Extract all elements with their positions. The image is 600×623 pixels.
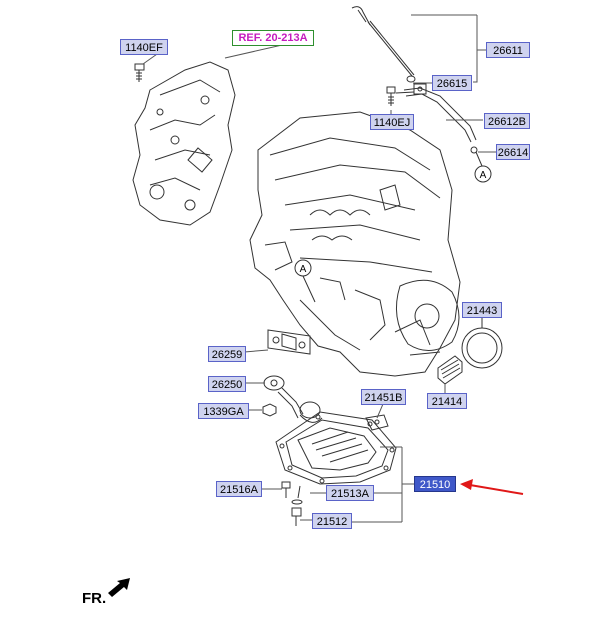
guide-tube-drawing [395, 83, 477, 143]
connector-circle-engine [294, 259, 316, 303]
nut-1339ga-drawing [262, 403, 277, 417]
part-label-1339ga[interactable]: 1339GA [198, 403, 249, 419]
part-label-26612b[interactable]: 26612B [484, 113, 530, 129]
part-label-26250[interactable]: 26250 [208, 376, 246, 392]
oil-pickup-drawing [263, 375, 323, 423]
tube-oring-drawing [470, 146, 478, 154]
part-label-21443[interactable]: 21443 [462, 302, 502, 318]
part-label-26259[interactable]: 26259 [208, 346, 246, 362]
part-label-26615[interactable]: 26615 [432, 75, 472, 91]
part-label-26614[interactable]: 26614 [496, 144, 530, 160]
part-label-21414[interactable]: 21414 [427, 393, 467, 409]
dipstick-oring-drawing [406, 75, 416, 83]
ref-label[interactable]: REF. 20-213A [232, 30, 314, 46]
dipstick-drawing [351, 6, 415, 77]
part-label-21451b[interactable]: 21451B [361, 389, 406, 405]
oil-seal-drawing [461, 327, 503, 369]
part-label-21512[interactable]: 21512 [312, 513, 352, 529]
front-direction-arrow [108, 578, 130, 597]
part-label-1140ej[interactable]: 1140EJ [370, 114, 414, 130]
bolt-1140ej-drawing [386, 86, 396, 106]
pointer-arrow [460, 479, 524, 495]
front-direction-label: FR. [82, 590, 107, 607]
part-label-21513a[interactable]: 21513A [326, 485, 374, 501]
connector-label-top: A [480, 170, 487, 181]
strainer-drawing [437, 355, 463, 385]
timing-cover-drawing [132, 61, 236, 226]
engine-block-drawing [249, 111, 461, 377]
connector-label-engine: A [300, 264, 307, 275]
part-label-1140ef[interactable]: 1140EF [120, 39, 168, 55]
bolt-1140ef-drawing [134, 63, 145, 82]
bolt-21516a-drawing [281, 481, 291, 498]
drain-plug-drawing [291, 485, 303, 526]
gasket-26259-drawing [267, 329, 311, 355]
part-label-26611[interactable]: 26611 [486, 42, 530, 58]
leader-lines [142, 14, 496, 523]
connector-circle-top [474, 151, 492, 183]
part-label-21516a[interactable]: 21516A [216, 481, 262, 497]
part-label-21510[interactable]: 21510 [414, 476, 456, 492]
oil-pan-drawing [275, 411, 397, 485]
